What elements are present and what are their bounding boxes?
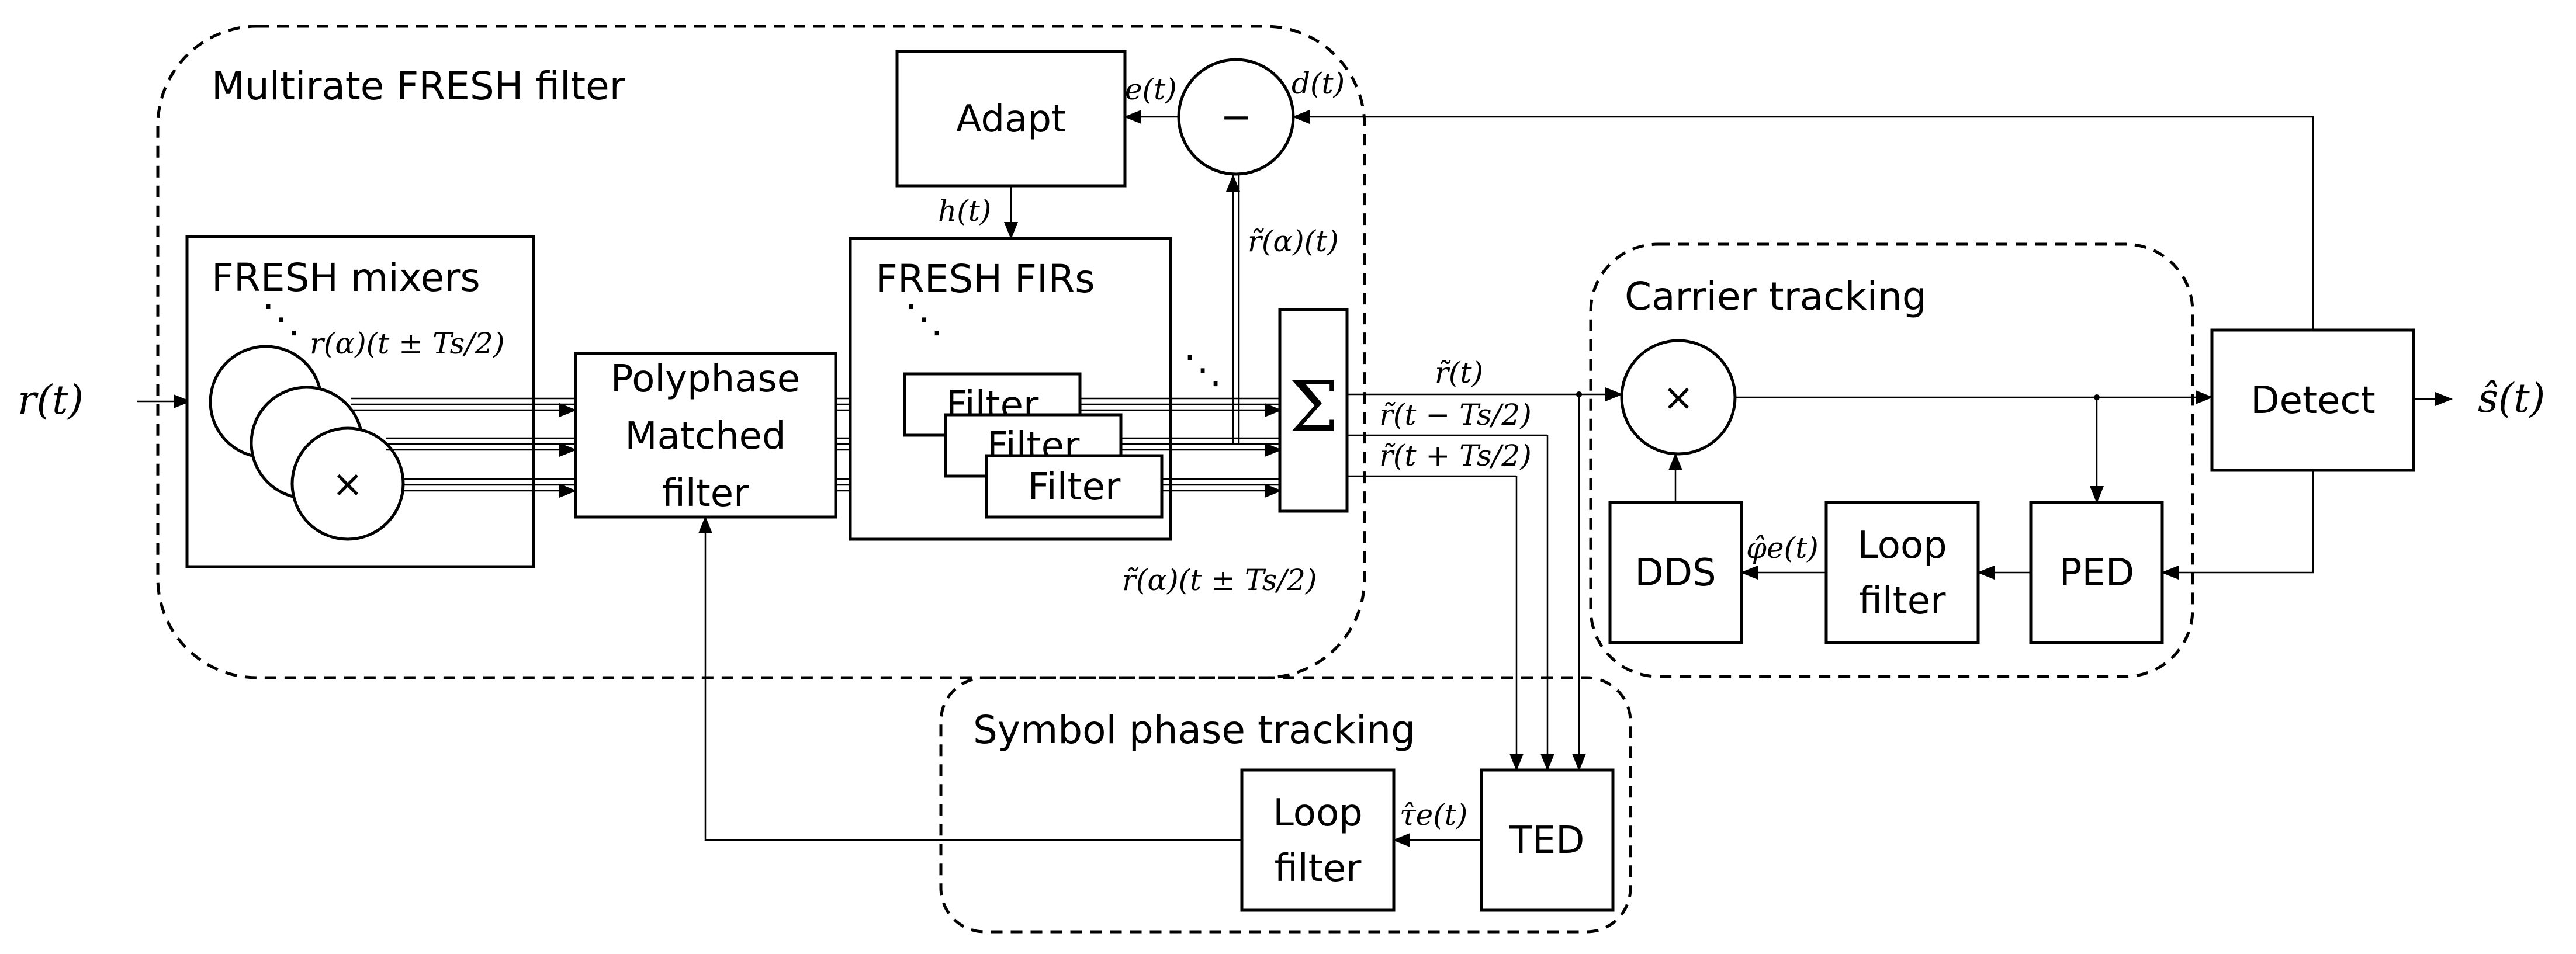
- firs-ellipsis: ⋱: [905, 296, 943, 341]
- adapt-block: [895, 50, 1127, 188]
- filter-block-3: [985, 454, 1164, 519]
- fresh-filter-region-label: Multirate FRESH filter: [212, 64, 626, 109]
- mixer-multiply-symbol: ×: [332, 463, 363, 506]
- mixer-output-label: r(α)(t ± Ts/2): [310, 327, 505, 360]
- symbol-loop-filter-line2: filter: [1275, 847, 1362, 890]
- phase-error-label: φ̂e(t): [1746, 531, 1819, 565]
- r-tilde-label: r̃(t): [1435, 356, 1483, 390]
- fresh-mixers-label: FRESH mixers: [212, 255, 480, 300]
- r-minus-label: r̃(t − Ts/2): [1379, 398, 1532, 432]
- dds-label: DDS: [1635, 551, 1716, 595]
- ted-block: [1480, 768, 1615, 912]
- symbol-loop-filter-line1: Loop: [1273, 792, 1362, 835]
- r-plus-label: r̃(t + Ts/2): [1379, 439, 1532, 473]
- polyphase-label-line1: Polyphase: [611, 358, 800, 401]
- detect-label: Detect: [2250, 379, 2375, 422]
- mixer-circle-3: [290, 426, 405, 541]
- carrier-loop-filter-line1: Loop: [1857, 524, 1947, 567]
- carrier-loop-filter-line2: filter: [1859, 580, 1947, 623]
- output-signal-label: ŝ(t): [2478, 376, 2545, 422]
- fir-output-label: r̃(α)(t ± Ts/2): [1122, 563, 1317, 597]
- symbol-loop-filter-block: [1240, 768, 1396, 912]
- subtract-symbol: −: [1220, 96, 1252, 139]
- carrier-loop-filter-block: [1824, 501, 1980, 644]
- coeff-signal-label: h(t): [938, 194, 991, 228]
- alpha-output-label: r̃(α)(t): [1248, 224, 1339, 258]
- mixers-ellipsis: ⋱: [262, 296, 300, 341]
- filter-label-3: Filter: [1028, 466, 1121, 509]
- carrier-tracking-region: [1589, 242, 2194, 678]
- error-signal-label: e(t): [1125, 72, 1177, 106]
- filters-to-sum-bus: [1080, 397, 1282, 498]
- desired-signal-label: d(t): [1292, 67, 1345, 100]
- ted-label: TED: [1509, 819, 1585, 862]
- symbol-phase-tracking-region-label: Symbol phase tracking: [973, 707, 1415, 752]
- alpha-feedback-bus: [1226, 174, 1240, 444]
- detect-block: [2210, 328, 2415, 472]
- polyphase-matched-filter-block: [574, 352, 837, 519]
- adapt-label: Adapt: [956, 98, 1066, 141]
- mixer-to-polyphase-bus: [351, 397, 577, 498]
- fresh-filter-region: [156, 25, 1366, 679]
- polyphase-label-line2: Matched: [625, 415, 785, 458]
- filters-out-ellipsis: ⋱: [1183, 347, 1222, 392]
- timing-error-label: τ̂e(t): [1400, 798, 1467, 832]
- carrier-tracking-region-label: Carrier tracking: [1625, 274, 1927, 319]
- input-signal-label: r(t): [18, 377, 84, 424]
- carrier-multiply-symbol: ×: [1663, 376, 1694, 419]
- sum-symbol: Σ: [1289, 367, 1339, 448]
- polyphase-label-line3: filter: [662, 472, 750, 515]
- fresh-firs-label: FRESH FIRs: [875, 256, 1095, 301]
- ped-label: PED: [2059, 551, 2134, 595]
- symbol-phase-tracking-region: [939, 676, 1632, 934]
- sum-block: [1278, 308, 1349, 513]
